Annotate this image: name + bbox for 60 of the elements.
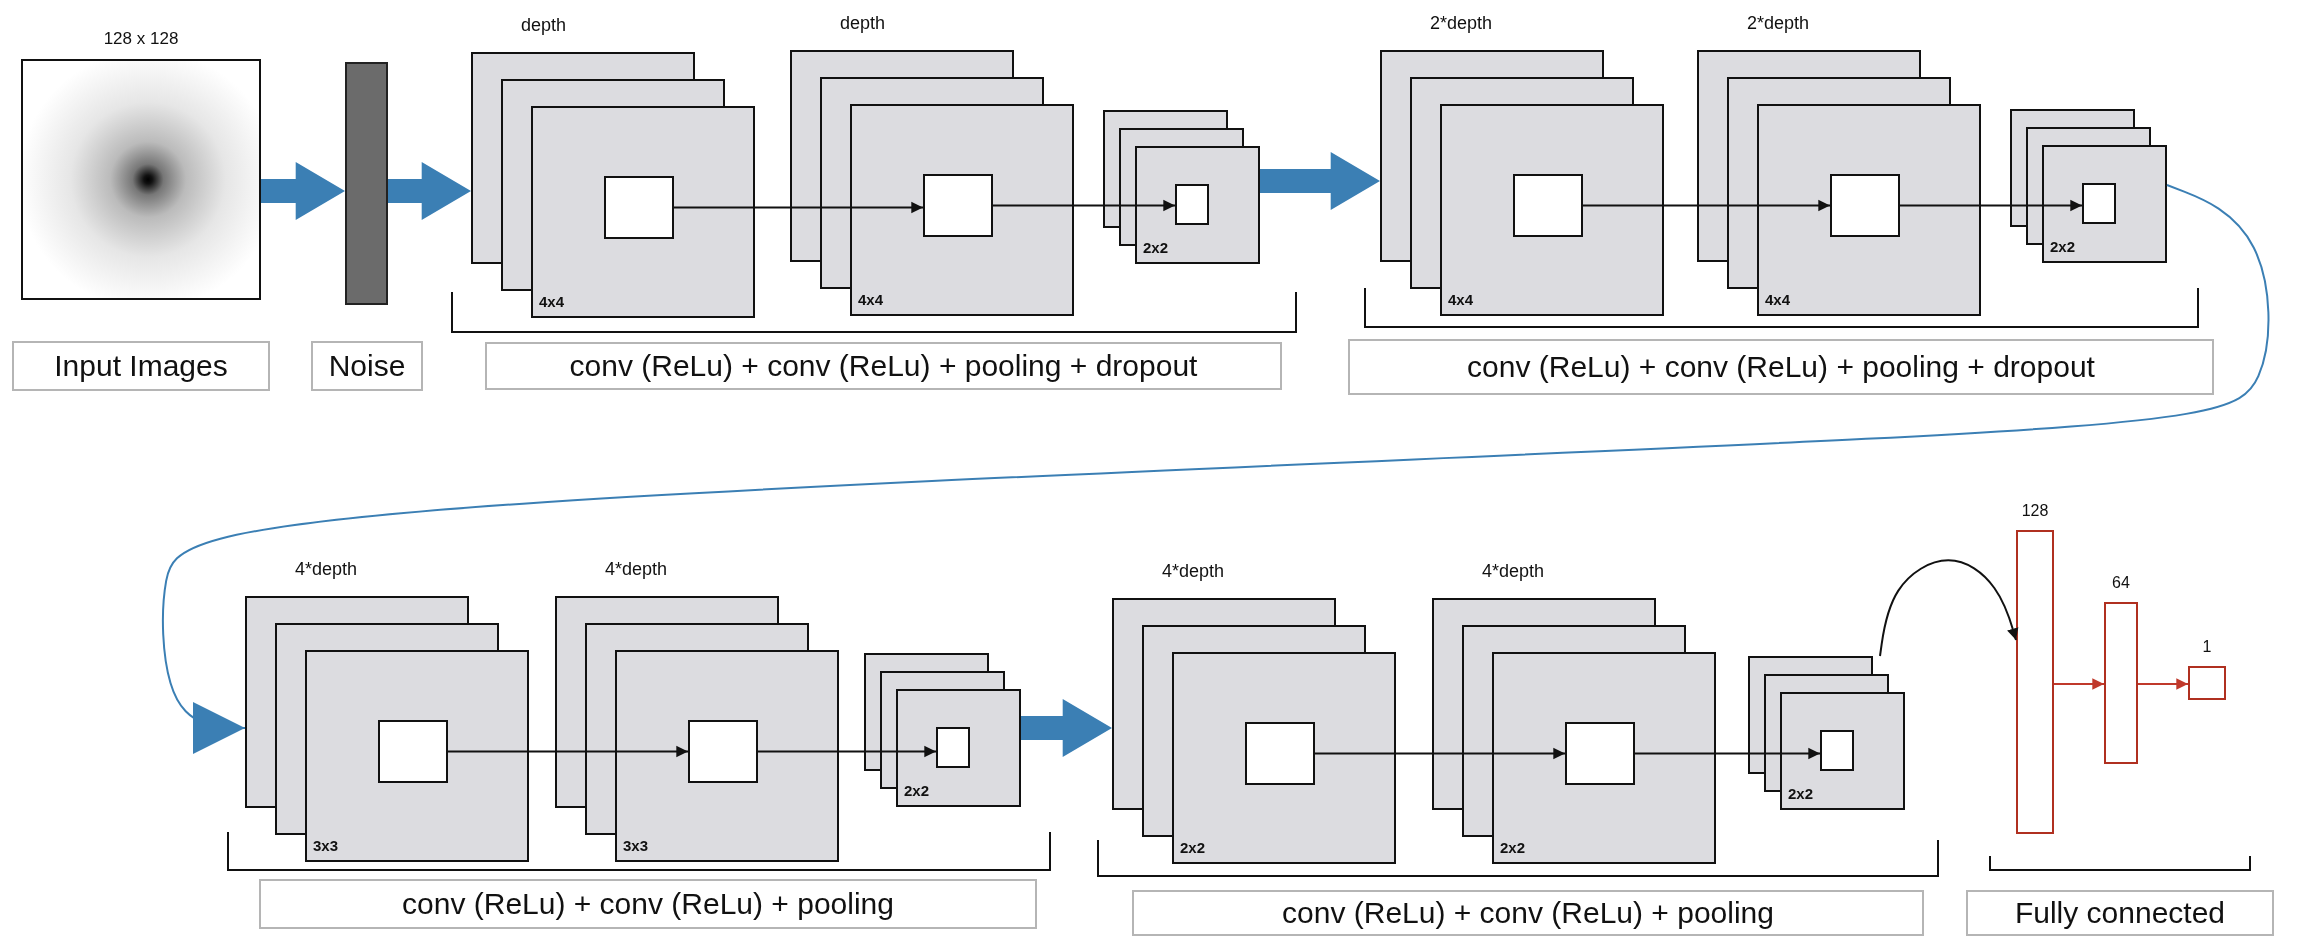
depth-label: 4*depth bbox=[1162, 562, 1225, 582]
image-size-label: 128 x 128 bbox=[102, 30, 180, 49]
curved-arrow bbox=[1879, 559, 2019, 657]
kernel-size-label: 2x2 bbox=[1180, 840, 1206, 857]
kernel-window bbox=[1820, 730, 1854, 771]
depth-label: depth bbox=[521, 16, 567, 36]
arrow bbox=[1634, 747, 1821, 760]
kernel-window bbox=[378, 720, 448, 783]
layer-caption: conv (ReLu) + conv (ReLu) + pooling bbox=[1132, 890, 1924, 936]
kernel-size-label: 2x2 bbox=[1143, 240, 1169, 257]
kernel-size-label: 4x4 bbox=[539, 294, 565, 311]
depth-label: 4*depth bbox=[1482, 562, 1545, 582]
unit-count-label: 128 bbox=[2020, 502, 2050, 520]
kernel-window bbox=[1830, 174, 1900, 237]
arrow bbox=[2053, 678, 2105, 690]
kernel-window bbox=[936, 727, 970, 768]
layer-caption: conv (ReLu) + conv (ReLu) + pooling bbox=[259, 879, 1037, 929]
block-arrow bbox=[1260, 152, 1380, 210]
kernel-size-label: 2x2 bbox=[1788, 786, 1814, 803]
arrow bbox=[1582, 199, 1831, 212]
kernel-window bbox=[2082, 183, 2116, 224]
kernel-size-label: 4x4 bbox=[858, 292, 884, 309]
kernel-size-label: 3x3 bbox=[313, 838, 339, 855]
layer-caption: conv (ReLu) + conv (ReLu) + pooling + dropout bbox=[485, 342, 1282, 390]
kernel-window bbox=[688, 720, 758, 783]
block-arrow bbox=[1021, 699, 1112, 757]
layer-caption: Noise bbox=[311, 341, 423, 391]
unit-count-label: 64 bbox=[2111, 574, 2131, 592]
arrow bbox=[757, 745, 937, 758]
kernel-window bbox=[1565, 722, 1635, 785]
arrow bbox=[1899, 199, 2083, 212]
curved-arrow bbox=[161, 184, 2270, 755]
kernel-window bbox=[1513, 174, 1583, 237]
arrow bbox=[2137, 678, 2189, 690]
kernel-window bbox=[1245, 722, 1315, 785]
block-arrow bbox=[388, 162, 471, 220]
noise-strip bbox=[345, 62, 388, 305]
layer-caption: Input Images bbox=[12, 341, 270, 391]
depth-label: 2*depth bbox=[1430, 14, 1493, 34]
arrow bbox=[673, 201, 924, 214]
kernel-window bbox=[923, 174, 993, 237]
unit-count-label: 1 bbox=[2201, 638, 2213, 656]
kernel-size-label: 2x2 bbox=[2050, 239, 2076, 256]
arrow bbox=[992, 199, 1176, 212]
arrow bbox=[447, 745, 689, 758]
layer-caption: Fully connected bbox=[1966, 890, 2274, 936]
depth-label: depth bbox=[840, 14, 886, 34]
kernel-size-label: 4x4 bbox=[1765, 292, 1791, 309]
depth-label: 4*depth bbox=[605, 560, 668, 580]
depth-label: 2*depth bbox=[1747, 14, 1810, 34]
kernel-size-label: 3x3 bbox=[623, 838, 649, 855]
arrow bbox=[1314, 747, 1566, 760]
layer-caption: conv (ReLu) + conv (ReLu) + pooling + dropout bbox=[1348, 339, 2214, 395]
depth-label: 4*depth bbox=[295, 560, 358, 580]
kernel-size-label: 4x4 bbox=[1448, 292, 1474, 309]
kernel-window bbox=[604, 176, 674, 239]
kernel-size-label: 2x2 bbox=[1500, 840, 1526, 857]
kernel-size-label: 2x2 bbox=[904, 783, 930, 800]
kernel-window bbox=[1175, 184, 1209, 225]
block-arrow bbox=[261, 162, 345, 220]
